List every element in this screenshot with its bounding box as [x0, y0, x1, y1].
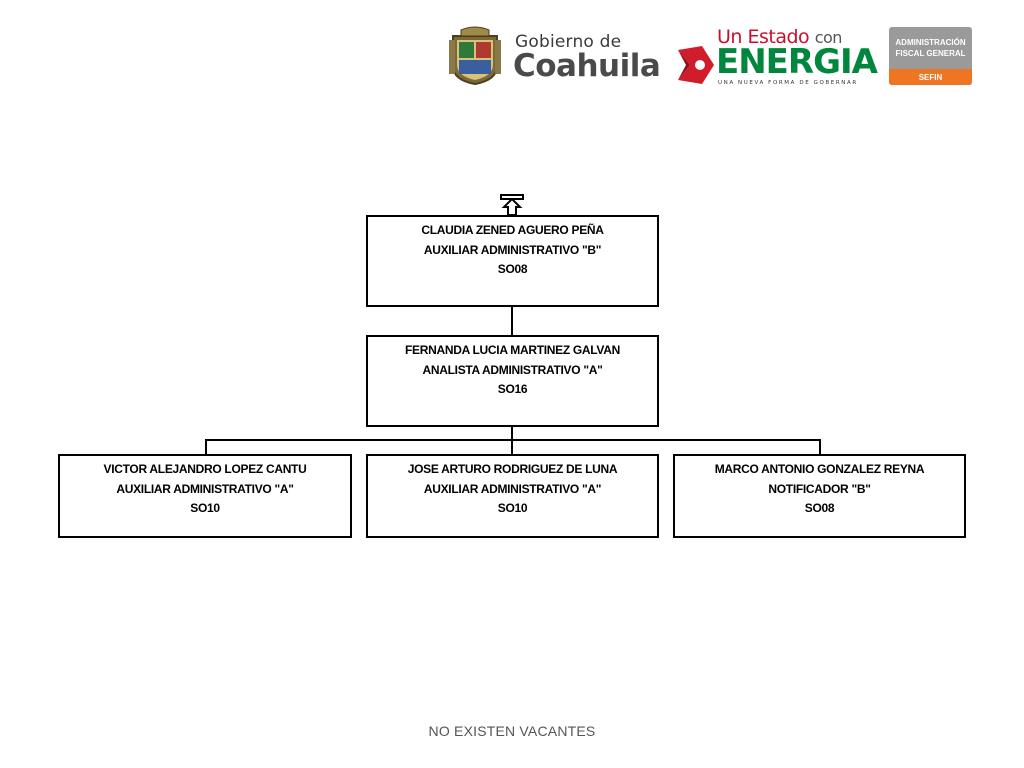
employee-name: VICTOR ALEJANDRO LOPEZ CANTU [103, 462, 307, 476]
employee-code: SO08 [497, 262, 528, 276]
sefin-logo-top: ADMINISTRACIÓN FISCAL GENERAL [889, 27, 972, 69]
up-arrow-icon [500, 194, 524, 216]
sefin-logo-bottom: SEFIN [889, 69, 972, 85]
vacancies-note: NO EXISTEN VACANTES [428, 723, 596, 739]
employee-name: JOSE ARTURO RODRIGUEZ DE LUNA [407, 462, 618, 476]
sefin-logo: ADMINISTRACIÓN FISCAL GENERAL SEFIN [889, 27, 972, 85]
con-text: con [814, 28, 843, 47]
employee-name: CLAUDIA ZENED AGUERO PEÑA [421, 223, 604, 237]
org-box-child-3: MARCO ANTONIO GONZALEZ REYNA NOTIFICADOR… [673, 454, 966, 538]
connector-right-drop [819, 439, 821, 454]
energia-tagline: UNA NUEVA FORMA DE GOBERNAR [718, 80, 858, 86]
org-box-child-1: VICTOR ALEJANDRO LOPEZ CANTU AUXILIAR AD… [58, 454, 352, 538]
employee-code: SO16 [497, 382, 528, 396]
connector-left-drop [205, 439, 207, 454]
employee-position: NOTIFICADOR "B" [768, 481, 871, 496]
employee-position: AUXILIAR ADMINISTRATIVO "B" [423, 242, 602, 257]
un-estado-text: Un Estado [717, 26, 810, 48]
employee-name: MARCO ANTONIO GONZALEZ REYNA [714, 462, 925, 476]
un-estado-label: Un Estado con [717, 26, 842, 48]
connector-horizontal [205, 439, 821, 441]
sefin-line2: FISCAL GENERAL [895, 49, 966, 58]
org-box-child-2: JOSE ARTURO RODRIGUEZ DE LUNA AUXILIAR A… [366, 454, 659, 538]
employee-position: AUXILIAR ADMINISTRATIVO "A" [423, 481, 602, 496]
coat-of-arms-icon [449, 26, 501, 86]
energia-logo-text: ENERGIA [716, 42, 878, 82]
org-box-top: CLAUDIA ZENED AGUERO PEÑA AUXILIAR ADMIN… [366, 215, 659, 307]
coahuila-logo-text: Coahuila [513, 48, 661, 84]
energia-arrow-logo-icon [678, 46, 714, 84]
employee-name: FERNANDA LUCIA MARTINEZ GALVAN [405, 343, 620, 357]
sefin-line1: ADMINISTRACIÓN [895, 38, 966, 47]
employee-position: ANALISTA ADMINISTRATIVO "A" [422, 362, 603, 377]
org-box-middle: FERNANDA LUCIA MARTINEZ GALVAN ANALISTA … [366, 335, 659, 427]
employee-code: SO08 [804, 501, 835, 515]
employee-position: AUXILIAR ADMINISTRATIVO "A" [116, 481, 294, 496]
employee-code: SO10 [190, 501, 220, 515]
gobierno-de-label: Gobierno de [515, 32, 622, 52]
employee-code: SO10 [497, 501, 528, 515]
connector-top-middle [511, 307, 513, 335]
